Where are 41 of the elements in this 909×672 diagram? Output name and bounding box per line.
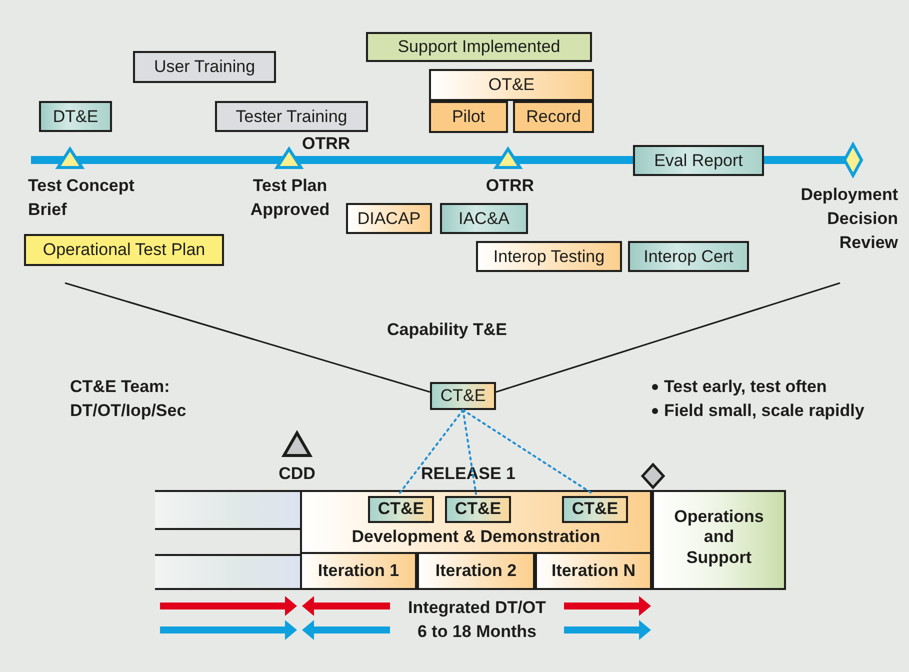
iteration-cell [535,552,652,590]
activity-box: Interop Testing [476,241,622,272]
phase-label: Iteration N [550,560,637,582]
phase-label: Development & Demonstration [350,526,602,547]
iteration-cell [300,552,417,590]
milestone-label: OTRR [484,175,536,197]
activity-box: Eval Report [633,145,764,176]
ct-e-box: CT&E [445,496,511,523]
activity-box: Operational Test Plan [24,234,224,266]
ct-e-box: CT&E [430,382,496,410]
activity-box: DT&E [39,101,112,132]
phase-cell [652,490,786,590]
activity-box: Pilot [429,101,508,133]
activity-box: Support Implemented [366,32,592,62]
activity-box: IAC&A [440,203,528,234]
activity-box: Interop Cert [628,241,749,272]
iteration-cell [417,552,535,590]
release-label: RELEASE 1 [421,463,516,485]
activity-box: DIACAP [346,203,432,234]
phase-band [155,490,300,530]
milestone-diamond-icon [641,463,665,489]
milestone-label: CDD [278,463,316,485]
ct-e-box: CT&E [368,496,434,523]
milestone-label: Deployment Decision Review [800,184,898,254]
phase-cell [300,490,652,554]
phase-label: Iteration 1 [316,560,400,582]
section-title: Capability T&E [387,319,507,341]
activity-box: Record [513,101,594,133]
team-label: CT&E Team: DT/OT/Iop/Sec [70,376,188,422]
milestone-label: OTRR [302,134,350,154]
bullet-text: Field small, scale rapidly [664,400,864,422]
phase-label: Operations and Support [673,506,765,568]
activity-box: User Training [133,51,276,83]
bullet-text: Test early, test often [664,376,827,398]
ct-e-box: CT&E [562,496,628,523]
phase-label: Iteration 2 [434,560,518,582]
activity-box: Tester Training [215,101,368,132]
activity-box: OT&E [429,69,594,101]
milestone-label: Test Concept Brief [28,175,136,221]
phase-band [155,554,300,590]
milestone-label: Test Plan Approved [249,175,331,221]
